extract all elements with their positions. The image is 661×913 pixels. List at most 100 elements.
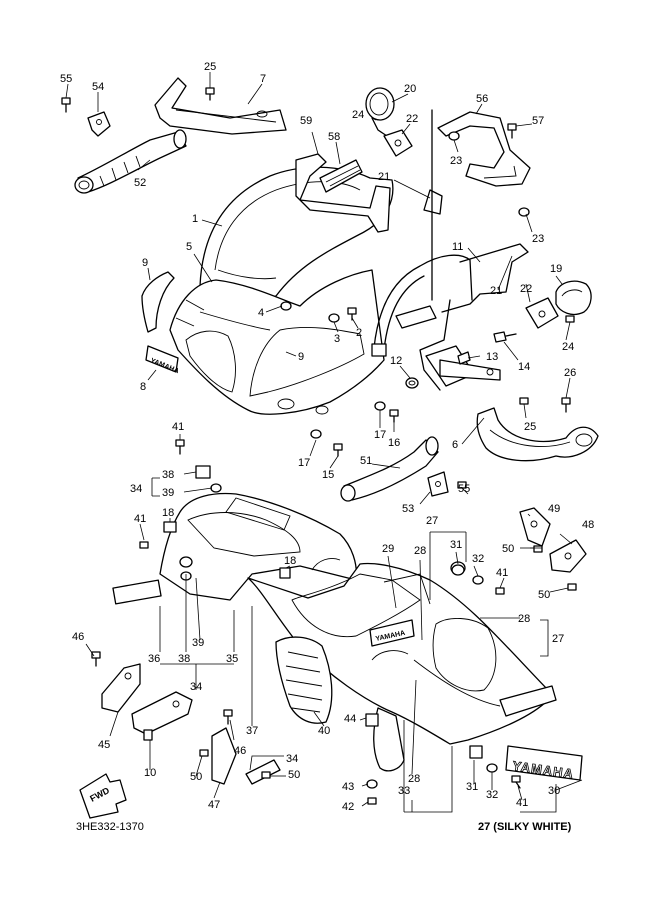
callout-50-r2: 50	[538, 589, 550, 601]
side-cover-40	[275, 636, 333, 724]
callout-28-bottom: 28	[408, 773, 420, 785]
bracket-54	[87, 111, 111, 137]
grommet-3	[328, 313, 340, 323]
callout-11: 11	[452, 241, 463, 253]
bolt-50-r1	[533, 545, 543, 553]
callout-39-a: 39	[162, 487, 174, 499]
callout-41-b: 41	[134, 513, 146, 525]
air-duct-51	[340, 436, 439, 502]
callout-31-top: 31	[450, 539, 462, 551]
inner-panel-6	[476, 407, 599, 462]
fairing-stay-bar	[423, 109, 443, 301]
bolt-50-l2	[261, 771, 271, 779]
callout-38-a: 38	[162, 469, 174, 481]
callout-37: 37	[246, 725, 258, 737]
callout-39-b: 39	[192, 637, 204, 649]
callout-18-b: 18	[284, 555, 296, 567]
callout-21-top: 21	[378, 171, 390, 183]
upper-cowling	[169, 269, 385, 415]
callout-25-top: 25	[204, 61, 216, 73]
callout-48: 48	[582, 519, 594, 531]
callout-14: 14	[518, 361, 530, 373]
callout-28-top: 28	[414, 545, 426, 557]
callout-29: 29	[382, 543, 394, 555]
forward-arrow-icon: FWD	[79, 773, 127, 819]
callout-7: 7	[260, 73, 266, 85]
mirror-stay-22-top	[383, 129, 413, 157]
instrument-stay-56	[437, 111, 531, 187]
callout-36: 36	[148, 653, 160, 665]
under-cowling-left	[112, 492, 358, 605]
bolt-46-b	[223, 709, 233, 725]
bolt-57	[507, 123, 517, 139]
grommet-23-a	[448, 131, 460, 141]
callout-3: 3	[334, 333, 340, 345]
callout-19: 19	[550, 263, 562, 275]
callout-30: 30	[548, 785, 560, 797]
grommet-38-a	[195, 465, 211, 479]
bolt-55-mid	[457, 481, 467, 489]
callout-55-mid: 55	[458, 483, 470, 495]
callout-10: 10	[144, 767, 156, 779]
bolt-41-c	[495, 587, 505, 595]
mirror-left	[365, 87, 395, 139]
callout-20: 20	[404, 83, 416, 95]
collar-39-a	[210, 483, 222, 493]
callout-32-bottom: 32	[486, 789, 498, 801]
callout-22-top: 22	[406, 113, 418, 125]
stay-10	[131, 691, 193, 741]
callout-25-right: 25	[524, 421, 536, 433]
callout-9-center: 9	[298, 351, 304, 363]
bolt-25-right	[519, 397, 529, 405]
callout-27-top: 27	[426, 515, 438, 527]
callout-31-bottom: 31	[466, 781, 478, 793]
clip-18-a	[163, 521, 177, 533]
bolt-24-right	[565, 315, 575, 323]
callout-26: 26	[564, 367, 576, 379]
grommet-38-b	[179, 556, 193, 568]
bolt-55-top	[61, 97, 71, 113]
callout-44: 44	[344, 713, 356, 725]
callout-28-right: 28	[518, 613, 530, 625]
bolt-50-r2	[567, 583, 577, 591]
callout-9-left: 9	[142, 257, 148, 269]
callout-49: 49	[548, 503, 560, 515]
callout-4: 4	[258, 307, 264, 319]
nut-43	[366, 779, 378, 789]
bolt-14	[493, 331, 517, 343]
callout-labels: 55 54 52 25 7 20 24 22 56 57 23 59 58 21…	[60, 61, 594, 813]
callout-8: 8	[140, 381, 146, 393]
callout-13: 13	[486, 351, 498, 363]
duct-bracket-7	[154, 77, 287, 135]
bolt-50-l1	[199, 749, 209, 757]
callout-23-b: 23	[532, 233, 544, 245]
callout-46-b: 46	[234, 745, 246, 757]
callout-47: 47	[208, 799, 220, 811]
collar-32-a	[472, 575, 484, 585]
callout-34-c: 34	[286, 753, 298, 765]
bolt-41-d	[511, 775, 521, 789]
callout-58: 58	[328, 131, 340, 143]
callout-15: 15	[322, 469, 334, 481]
bolt-25-top	[205, 87, 215, 101]
leader-lines	[65, 72, 583, 813]
bolt-26	[561, 397, 571, 413]
callout-41-d: 41	[516, 797, 528, 809]
callout-42: 42	[342, 801, 354, 813]
bracket-53	[427, 471, 449, 497]
stay-48	[549, 539, 587, 573]
callout-24-top: 24	[352, 109, 364, 121]
mirror-stay-22-right	[525, 297, 559, 329]
grommet-31-b	[469, 745, 483, 759]
callout-45: 45	[98, 739, 110, 751]
callout-56: 56	[476, 93, 488, 105]
grommet-23-b	[518, 207, 530, 217]
callout-17-b: 17	[298, 457, 310, 469]
screw-2	[347, 307, 357, 321]
callout-34-b: 34	[190, 681, 202, 693]
callout-21-right: 21	[490, 285, 502, 297]
callout-32-top: 32	[472, 553, 484, 565]
collar-12	[405, 377, 419, 389]
stay-45	[101, 663, 141, 713]
